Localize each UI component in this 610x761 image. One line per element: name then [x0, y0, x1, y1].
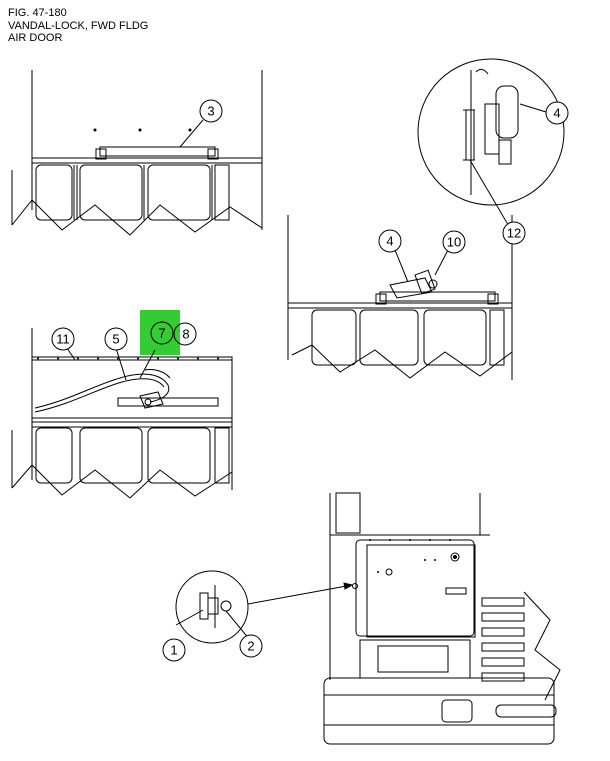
figure-subname: AIR DOOR [8, 32, 63, 44]
callout-7: 7 [158, 326, 165, 341]
callouts [51, 99, 569, 662]
detail-circle-top-right [417, 58, 565, 206]
callout-4-detail: 4 [553, 106, 560, 121]
callout-2: 2 [247, 639, 254, 654]
figure-name: VANDAL-LOCK, FWD FLDG [8, 19, 149, 32]
view-top-left [11, 70, 263, 236]
callout-10: 10 [447, 235, 461, 250]
leader-lines [66, 103, 547, 641]
figure-number: FIG. 47-180 [8, 7, 67, 19]
view-bottom-right [323, 492, 561, 745]
view-middle-left [11, 328, 233, 499]
lock-bar-right [379, 291, 496, 302]
callout-12: 12 [507, 226, 521, 241]
vandal-lock-body [389, 277, 433, 299]
callout-5: 5 [112, 332, 119, 347]
louver-grille [481, 591, 561, 701]
callout-3: 3 [207, 104, 214, 119]
detail-circle-bottom-left [175, 570, 354, 644]
callout-4: 4 [386, 234, 393, 249]
callout-8: 8 [182, 327, 189, 342]
lock-bar [99, 146, 216, 157]
callout-1: 1 [170, 643, 177, 658]
cable-lock [139, 391, 164, 409]
figure-title: FIG. 47-180 VANDAL-LOCK, FWD FLDG AIR DO… [8, 7, 148, 45]
callout-11: 11 [56, 332, 70, 347]
